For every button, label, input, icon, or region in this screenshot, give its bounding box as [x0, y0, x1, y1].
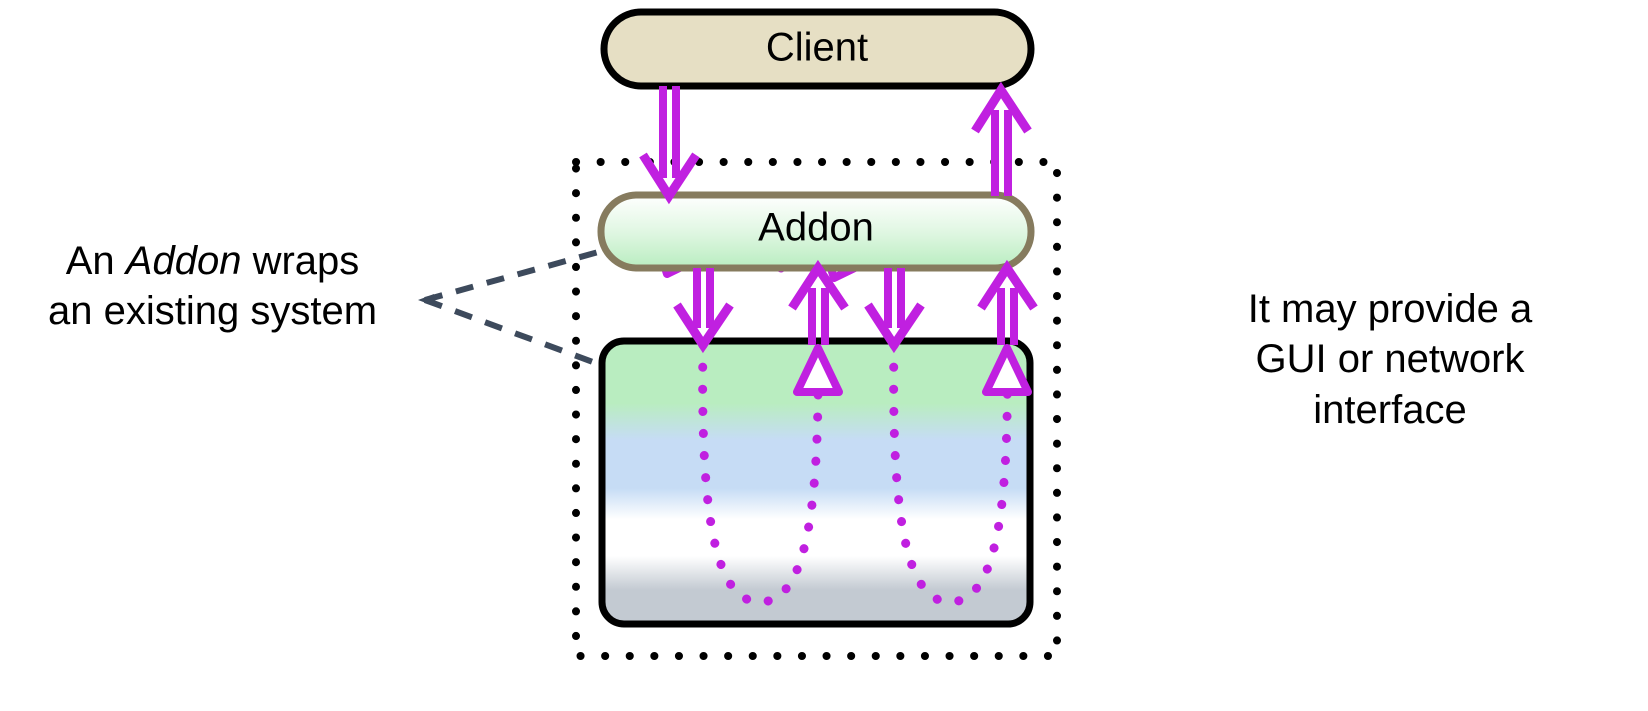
arrow-system-to-addon-return-2	[977, 259, 1038, 345]
caption-right-line1: It may provide a	[1247, 287, 1533, 331]
arrow-addon-to-system-call-2	[864, 268, 925, 354]
arrow-addon-to-system-call-1	[673, 268, 734, 354]
double-line-arrows	[639, 81, 1038, 354]
caption-left-emphasis: Addon	[125, 239, 242, 283]
flow-system-loop-right	[889, 340, 1012, 607]
caption-right-line2: GUI or network	[1255, 337, 1525, 382]
node-client[interactable]: Client	[600, 8, 1035, 90]
flow-system-loop-left	[698, 340, 823, 607]
caption-left-suffix: wraps	[241, 239, 360, 283]
caption-addon-wraps-line2: an existing system	[47, 289, 378, 334]
caption-addon-wraps-line1: An Addon wraps	[10, 236, 415, 286]
arrowhead-into-system-left	[793, 344, 843, 396]
callout-connector-lines	[423, 243, 622, 375]
arrow-addon-to-client-response	[971, 81, 1032, 196]
callout-arrowhead	[418, 294, 434, 306]
arrow-client-to-addon-request	[639, 86, 700, 205]
arrowhead-into-system-right	[982, 344, 1032, 396]
caption-left-prefix: An	[65, 239, 126, 283]
caption-gui-or-network: It may provide a GUI or network interfac…	[1195, 284, 1585, 435]
node-addon[interactable]: Addon	[597, 191, 1035, 272]
node-client-label: Client	[766, 26, 868, 70]
caption-addon-wraps: An Addon wraps an existing system	[10, 236, 415, 337]
caption-right-line3: interface	[1313, 387, 1467, 432]
arrow-system-to-addon-return-1	[788, 259, 849, 345]
node-addon-label: Addon	[758, 206, 874, 250]
